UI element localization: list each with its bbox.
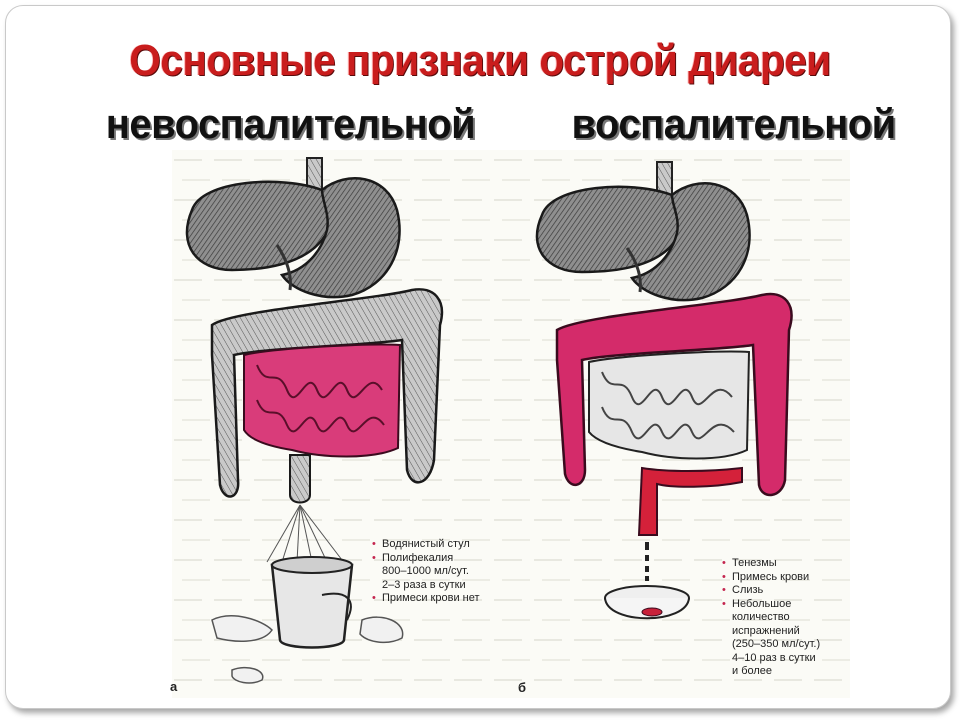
puddle-bottom (231, 666, 264, 684)
bile-duct-b (625, 247, 642, 293)
sign-item: Тенезмы (722, 557, 852, 571)
panel-a-digestive-tract (185, 157, 444, 684)
panel-a-label: а (170, 679, 178, 694)
sign-item: испражнений (732, 624, 800, 637)
sign-item: Примесь крови (722, 571, 852, 585)
watery-stool-spray (266, 504, 343, 563)
small-intestine-a (243, 343, 402, 458)
stomach-b (629, 182, 751, 302)
noninflammatory-signs-list: Водянистый стул Полифекалия 800–1000 мл/… (372, 538, 532, 606)
sign-item: количество (732, 611, 790, 623)
sign-item: Слизь (722, 584, 852, 598)
sign-item: 800–1000 мл/сут. (382, 565, 469, 577)
slide-title: Основные признаки острой диареи (129, 36, 831, 85)
puddle-left (211, 615, 273, 642)
puddle-right (359, 616, 404, 644)
sign-item: Примеси крови нет (372, 592, 532, 606)
panel-b-digestive-tract (535, 161, 793, 620)
intestine-loops-a (256, 364, 385, 433)
blood-drops (645, 542, 649, 581)
panel-b-label: б (518, 680, 527, 695)
subtitle-inflammatory: воспалительной (571, 100, 897, 147)
sign-item: 2–3 раза в сутки (382, 578, 466, 591)
stomach-a (279, 177, 401, 299)
diarrhea-illustration (172, 150, 850, 698)
colon-a (210, 288, 444, 498)
rectum-a (289, 454, 311, 504)
sign-item: и более (732, 665, 773, 677)
sign-item: 4–10 раз в сутки (732, 651, 816, 664)
sign-item: Полифекалия (372, 552, 532, 566)
intestine-loops-b (601, 371, 735, 440)
bile-duct-a (275, 244, 292, 291)
rectum-b (637, 466, 743, 536)
bucket (270, 556, 354, 649)
sign-item: Небольшое (722, 598, 852, 612)
inflammatory-signs-list: Тенезмы Примесь крови Слизь Небольшое ко… (722, 557, 852, 679)
sign-item: Водянистый стул (372, 538, 532, 552)
sign-item: (250–350 мл/сут.) (732, 638, 821, 650)
bowl (604, 585, 690, 620)
liver-a (185, 180, 337, 272)
colon-b (555, 292, 793, 497)
subtitle-noninflammatory: невоспалительной (105, 100, 476, 147)
